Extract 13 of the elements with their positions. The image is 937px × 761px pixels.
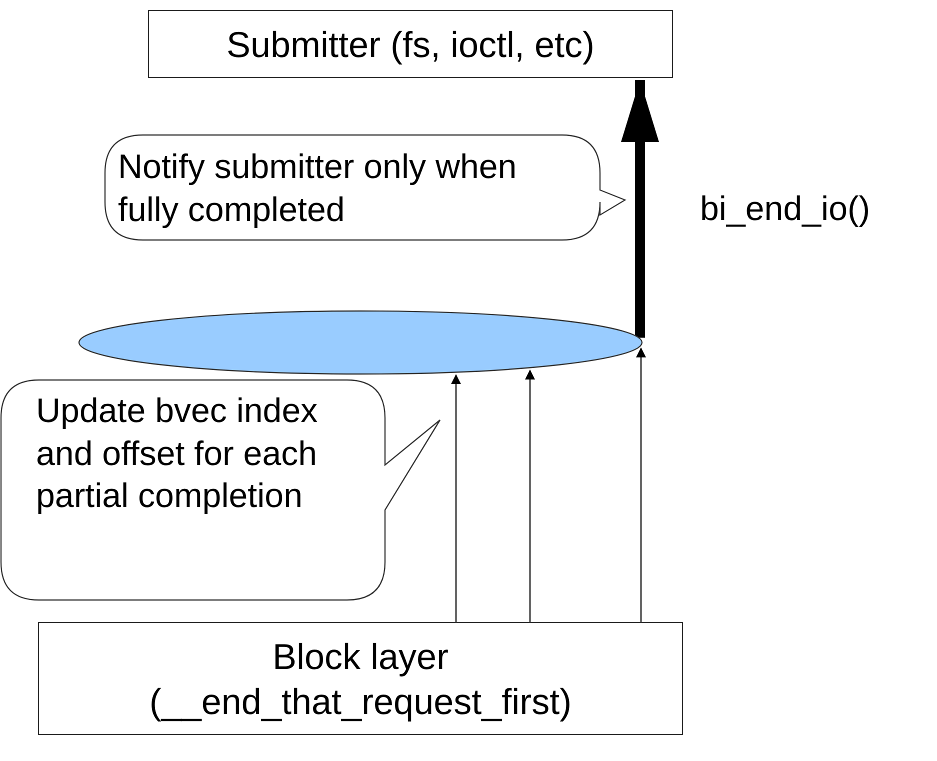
arrow	[525, 370, 535, 622]
arrow	[451, 374, 461, 622]
callout-text: Notify submitter only when fully completed	[118, 147, 518, 230]
arrow	[636, 347, 646, 622]
process-box	[38, 622, 683, 735]
callout-text: Update bvec index and offset for each partial completion	[36, 391, 319, 517]
box-label: Submitter (fs, ioctl, etc)	[226, 22, 595, 66]
ellipse-shape	[78, 310, 643, 375]
speech-bubble	[104, 134, 626, 241]
process-box	[148, 10, 673, 78]
arrow	[621, 80, 659, 338]
speech-bubble	[0, 379, 441, 601]
box-label: Block layer (__end_that_request_first)	[148, 634, 573, 724]
